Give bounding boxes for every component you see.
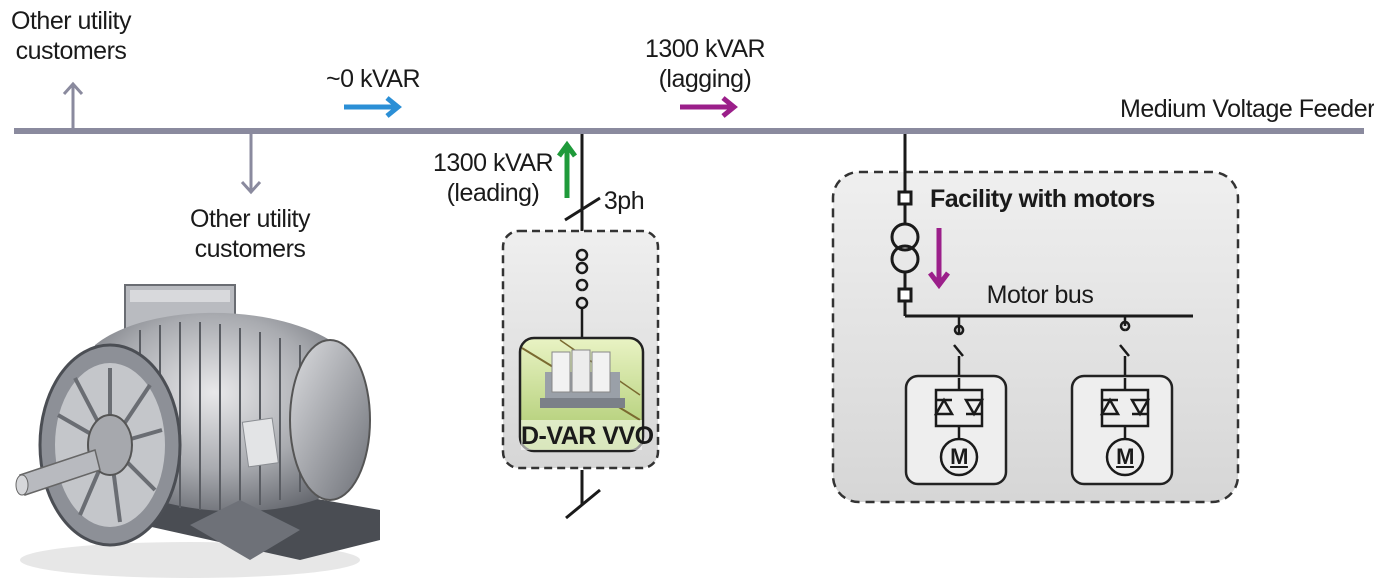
lagging-kvar-line2: (lagging) xyxy=(640,64,770,94)
motor-symbol-1: M xyxy=(945,443,973,471)
purple-arrow-right xyxy=(680,98,734,116)
top-customers-line2: customers xyxy=(10,36,132,66)
bottom-customers-label: Other utility customers xyxy=(180,204,320,264)
three-phase-label: 3ph xyxy=(600,186,648,216)
lagging-kvar-label: 1300 kVAR (lagging) xyxy=(640,34,770,94)
lagging-kvar-line1: 1300 kVAR xyxy=(640,34,770,64)
zero-kvar-label: ~0 kVAR xyxy=(318,64,428,94)
electric-motor-photo xyxy=(16,285,380,578)
motor-symbol-2: M xyxy=(1111,443,1139,471)
motor-bus-label: Motor bus xyxy=(985,280,1095,310)
facility-enclosure xyxy=(833,172,1238,502)
green-arrow-up xyxy=(559,145,575,198)
feeder-label: Medium Voltage Feeder xyxy=(1120,94,1370,124)
top-customers-line1: Other utility xyxy=(10,6,132,36)
facility-title: Facility with motors xyxy=(930,184,1145,214)
down-arrow-bottom-customers xyxy=(242,134,260,192)
leading-kvar-line1: 1300 kVAR xyxy=(428,148,558,178)
bottom-customers-line1: Other utility xyxy=(180,204,320,234)
up-arrow-top-customers xyxy=(64,84,82,128)
dvar-label: D-VAR VVO xyxy=(521,421,642,451)
bottom-customers-line2: customers xyxy=(180,234,320,264)
leading-kvar-label: 1300 kVAR (leading) xyxy=(428,148,558,208)
leading-kvar-line2: (leading) xyxy=(428,178,558,208)
blue-arrow-right xyxy=(344,98,398,116)
top-customers-label: Other utility customers xyxy=(10,6,132,66)
